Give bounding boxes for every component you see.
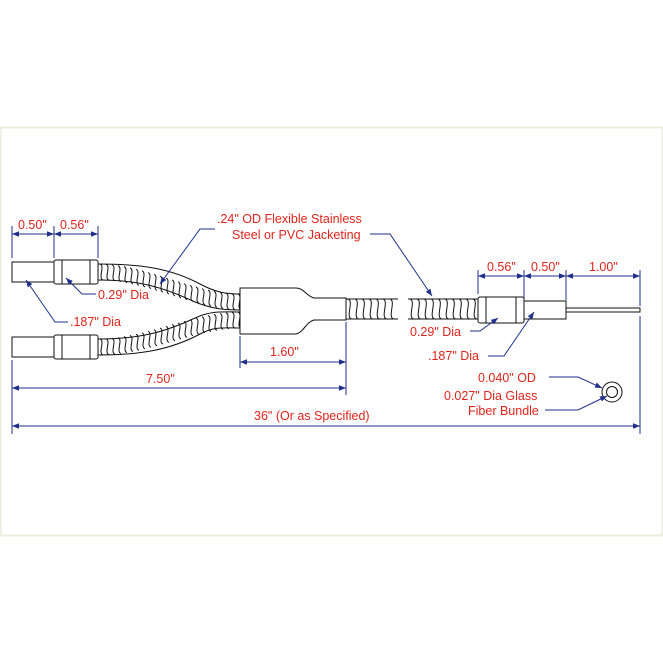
breakout-body [239,287,347,335]
label-right-body-length: 0.56" [487,260,516,274]
label-right-body-dia: 0.29" Dia [410,325,461,339]
label-left-tip-dia: .187" Dia [70,315,121,329]
dim-right-top [477,270,641,306]
label-bundle-line1: 0.027" Dia Glass [444,389,537,403]
label-overall-length: 36" (Or as Specified) [254,409,370,423]
leader-bundle-od [549,376,603,389]
leader-left-body-dia [65,277,96,295]
upper-spiral-leg [97,263,242,311]
left-lower-connector [11,334,99,360]
right-connector [477,296,641,324]
bundle-end-view [601,381,623,403]
leader-bundle-dia [545,395,608,411]
lower-spiral-leg [97,311,242,356]
label-right-tip-length: 0.50" [531,260,560,274]
leader-left-tip-dia [25,279,68,323]
main-spiral-jacket [346,298,478,320]
label-right-tip-dia: .187" Dia [428,349,479,363]
dim-breakout-length [239,322,347,395]
label-bundle-line2: Fiber Bundle [468,404,539,418]
label-jacketing-line2: Steel or PVC Jacketing [232,228,361,242]
dim-leg-length [11,360,346,434]
dim-left-top [11,226,99,258]
label-bundle-od: 0.040" OD [478,371,536,385]
label-jacketing-line1: .24" OD Flexible Stainless [217,212,362,226]
label-leg-length: 7.50" [146,372,175,386]
leader-jacketing-left [159,228,215,285]
label-breakout-length: 1.60" [270,345,299,359]
leader-right-tip-dia [488,311,535,357]
left-upper-connector [11,259,99,285]
leader-jacketing-right [370,233,433,297]
label-left-body-length: 0.56" [60,218,89,232]
label-left-tip-length: 0.50" [18,218,47,232]
label-fiber-length: 1.00" [589,260,618,274]
fiber-bundle-end [565,307,641,313]
dim-overall-length [12,316,641,434]
drawing-frame [0,126,663,537]
label-left-body-dia: 0.29" Dia [98,288,149,302]
leader-right-body-dia [470,317,499,332]
